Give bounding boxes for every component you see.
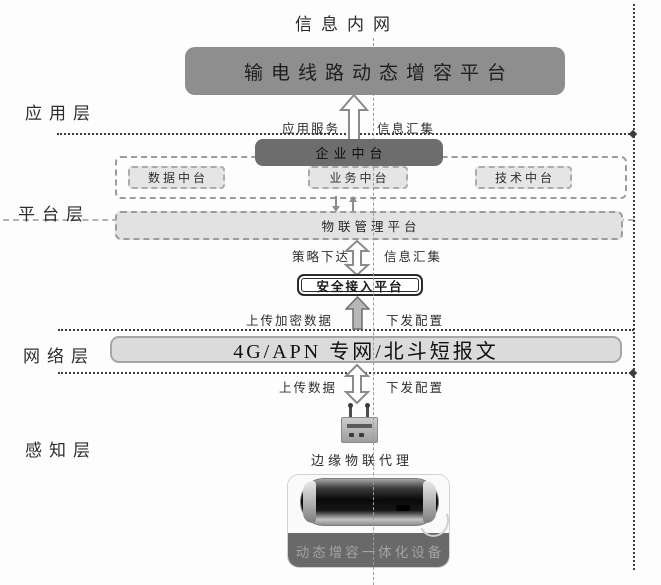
dtr-device-card: 动态增容一体化设备: [287, 474, 450, 568]
network-channel-box: 4G/APN 专网/北斗短报文: [110, 336, 622, 363]
junction-dot: [628, 368, 638, 378]
device-cylinder: [300, 478, 439, 526]
flow-label-info-gather-top: 信息汇集: [377, 122, 436, 136]
main-platform-box: 输电线路动态增容平台: [185, 47, 565, 95]
agent-port: [349, 433, 354, 437]
center-guideline: [373, 38, 374, 585]
iot-management-platform-box: 物联管理平台: [115, 211, 623, 240]
edge-iot-agent-label: 边缘物联代理: [311, 453, 414, 468]
cylinder-notch: [396, 505, 410, 511]
double-arrow-network-device: [344, 364, 370, 404]
antenna-icon: [348, 403, 353, 418]
secure-access-platform-box: 安全接入平台: [297, 274, 423, 296]
divider-application-platform: [57, 133, 634, 135]
cylinder-cap-right: [423, 481, 436, 523]
device-name-band: 动态增容一体化设备: [288, 533, 449, 567]
cylinder-cap-left: [303, 481, 316, 523]
flow-label-info-gather-mid: 信息汇集: [384, 250, 443, 264]
flow-label-app-service: 应用服务: [281, 122, 340, 136]
agent-device-body: [341, 417, 378, 443]
flow-label-upload-encrypted: 上传加密数据: [246, 314, 334, 328]
divider-network-perception: [58, 372, 634, 374]
up-arrow-encrypted-upload: [345, 296, 370, 330]
tech-middle-platform-box: 技术中台: [475, 166, 572, 189]
enterprise-middle-platform-box: 企业中台: [255, 139, 443, 166]
layer-label-application: 应用层: [25, 104, 97, 123]
device-photo: [288, 475, 449, 541]
flow-label-issue-config-mid: 下发配置: [386, 314, 445, 328]
intranet-title: 信息内网: [295, 15, 399, 34]
business-middle-platform-box: 业务中台: [308, 166, 408, 189]
layer-label-perception: 感知层: [25, 441, 97, 460]
layer-label-network: 网络层: [23, 347, 95, 366]
data-middle-platform-box: 数据中台: [128, 166, 225, 189]
flow-label-policy-issue: 策略下达: [291, 250, 350, 264]
antenna-icon: [365, 403, 370, 418]
edge-iot-agent-icon: [341, 403, 378, 443]
divider-platform-network: [58, 329, 634, 331]
layer-label-platform: 平台层: [18, 205, 90, 224]
flow-label-issue-config-bottom: 下发配置: [386, 381, 445, 395]
agent-port: [359, 433, 364, 437]
flow-label-upload-data: 上传数据: [278, 381, 337, 395]
exchange-arrows-business-iot: [332, 196, 357, 212]
junction-dot: [628, 129, 638, 139]
agent-label-strip: [347, 424, 372, 428]
right-guideline: [633, 4, 635, 570]
up-arrow-app-service: [339, 94, 369, 142]
